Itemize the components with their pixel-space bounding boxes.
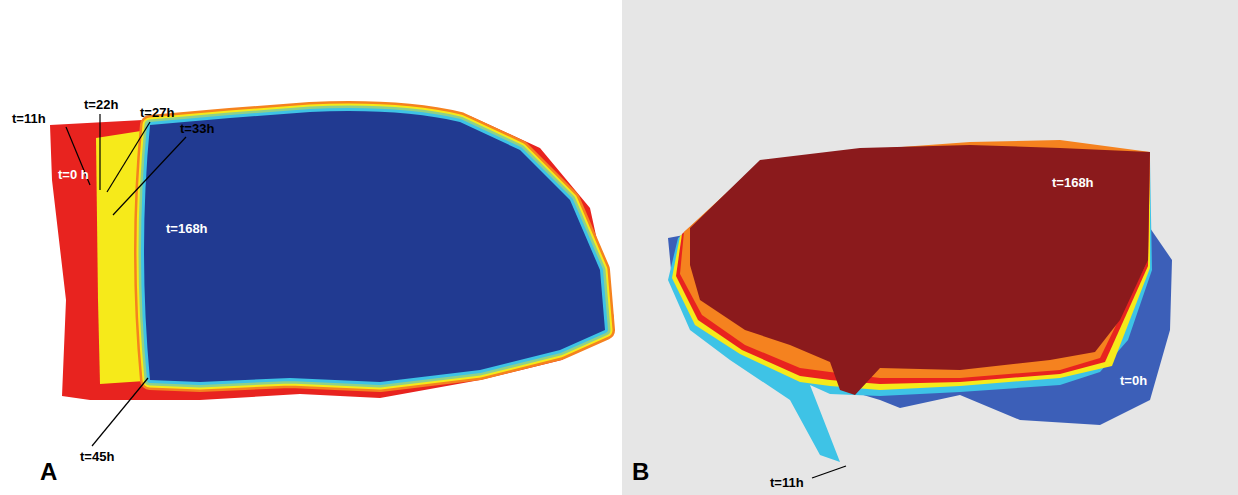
time-label: t=0 h	[58, 168, 89, 181]
time-label: t=168h	[1052, 176, 1094, 189]
time-label: t=11h	[770, 476, 804, 489]
time-label: t=0h	[1120, 374, 1147, 387]
time-label: t=27h	[140, 106, 174, 119]
time-label: t=168h	[166, 222, 208, 235]
panel-ground	[622, 0, 1238, 495]
tissue-outline-168h	[144, 111, 605, 382]
time-label: t=33h	[180, 122, 214, 135]
time-label: t=11h	[12, 112, 46, 125]
panel-letter: B	[632, 460, 649, 484]
time-label: t=45h	[80, 450, 114, 463]
tissue-outline-0h	[50, 104, 614, 400]
panel-letter: A	[40, 460, 57, 484]
tissue-outline-168h	[690, 145, 1150, 395]
time-label: t=22h	[84, 98, 118, 111]
